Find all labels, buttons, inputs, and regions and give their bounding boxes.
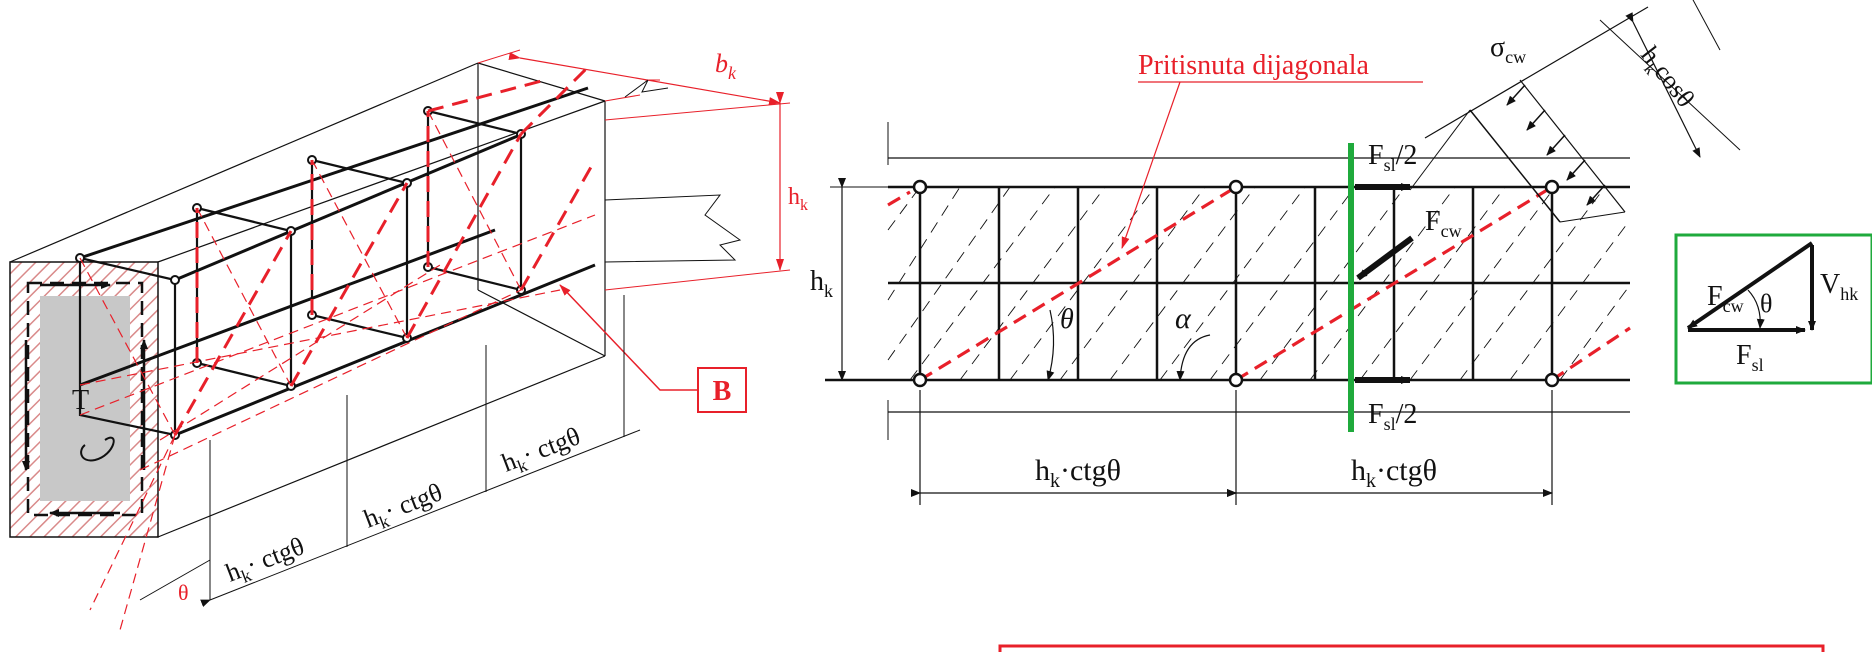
marker-b-label: B <box>713 376 732 407</box>
force-triangle-panel: Fcw θ Vhk Fsl <box>1674 233 1872 385</box>
truss-nodes <box>75 106 526 440</box>
fsl-bottom-label: Fsl/2 <box>1368 399 1417 434</box>
concrete-struts <box>887 186 1631 381</box>
svg-text:bk: bk <box>715 49 737 83</box>
marker-b-leader <box>559 284 698 391</box>
spacing-dimension-lines <box>200 295 641 608</box>
hk-label-left: h <box>788 184 800 210</box>
theta-left: θ <box>178 580 189 605</box>
planar-truss: hk θ α hk·ctgθ hk·ctgθ Pritisnuta dijago… <box>810 0 1741 505</box>
spacing-label-3: hk· ctgθ <box>498 421 586 481</box>
hk-sub-mid: k <box>824 281 833 301</box>
fcw-label: Fcw <box>1425 206 1462 241</box>
shear-flow-path <box>26 281 144 517</box>
compression-diagonals <box>173 63 597 436</box>
marker-b-box <box>697 367 747 413</box>
break-symbol <box>604 194 742 263</box>
sigma-cw-label: σcw <box>1490 32 1526 67</box>
svg-text:hk: hk <box>788 184 808 214</box>
bk-sub: k <box>728 63 737 83</box>
bottom-dimensions <box>911 390 1553 505</box>
force-triangle-box <box>1674 233 1872 385</box>
break-symbol-top <box>624 79 669 98</box>
tri-fsl-label: Fsl <box>1736 340 1764 375</box>
hk-sub-left: k <box>800 197 808 214</box>
spacing-label-1: hk· ctgθ <box>222 531 310 591</box>
alpha-mid: α <box>1175 302 1192 335</box>
dim-label-1: hk·ctgθ <box>1035 454 1121 492</box>
hollow-core <box>40 296 130 501</box>
truss-nodes-2d <box>912 179 1560 388</box>
svg-text:hk: hk <box>810 266 833 301</box>
fsl-top-label: Fsl/2 <box>1368 140 1417 175</box>
bk-dimension: bk hk <box>477 49 808 291</box>
thin-diagonals <box>79 110 596 631</box>
fcw-arrow <box>1356 235 1414 281</box>
torque-arrow-icon <box>80 436 115 462</box>
spacing-label-2: hk· ctgθ <box>360 477 448 537</box>
fcw-vector <box>1686 241 1814 330</box>
compression-diagonal-label: Pritisnuta dijagonala <box>1138 50 1370 81</box>
bk-label: b <box>715 49 728 78</box>
tri-fcw-label: Fcw <box>1707 281 1744 316</box>
red-diagonals <box>887 185 1631 382</box>
dim-label-2: hk·ctgθ <box>1351 454 1437 492</box>
longitudinal-bars <box>79 86 596 437</box>
theta-mid: θ <box>1060 304 1074 335</box>
hk-label-mid: h <box>810 266 824 297</box>
tri-theta: θ <box>1760 289 1772 318</box>
bottom-red-box <box>998 644 1825 652</box>
box-beam-3d: T <box>9 49 808 631</box>
sigma-cw-stress-block: σcw hkcosθ <box>1409 0 1741 223</box>
tri-vhk-label: Vhk <box>1820 269 1858 304</box>
beam-outline <box>9 62 606 538</box>
